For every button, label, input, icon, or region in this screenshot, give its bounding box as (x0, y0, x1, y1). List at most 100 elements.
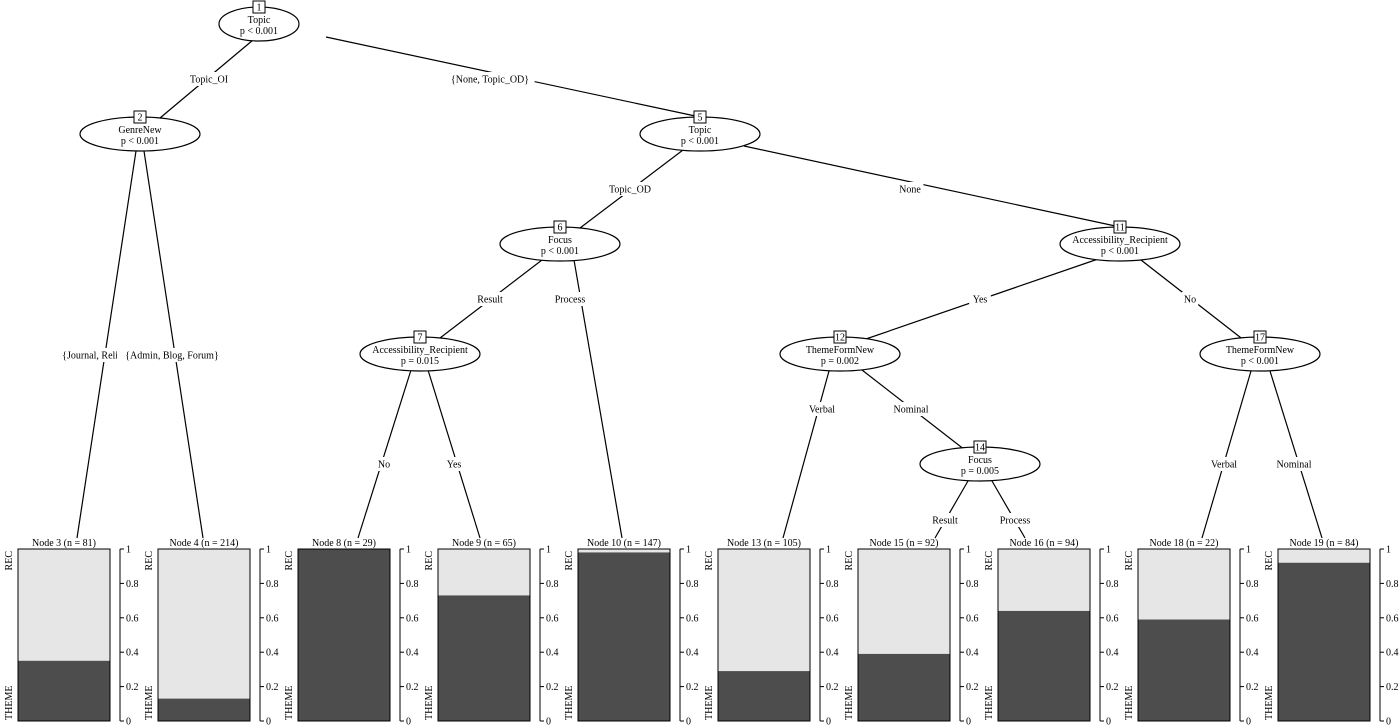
y-tick-label: 0.6 (966, 613, 979, 624)
y-tick-label: 1 (826, 545, 831, 556)
y-tick-label: 0 (266, 717, 271, 727)
node-id-box (1253, 330, 1267, 344)
edge-label-7-9: Yes (447, 460, 462, 471)
edge-label-14-15: Result (932, 516, 958, 527)
y-tick-label: 0.6 (546, 613, 559, 624)
category-label-rec: REC (1264, 551, 1275, 571)
terminal-title: Node 16 (n = 94) (1010, 538, 1079, 549)
node-variable-label: Topic (689, 125, 712, 136)
bar-rec (158, 549, 250, 721)
edge-label-11-17: No (1184, 295, 1196, 306)
terminal-title: Node 19 (n = 84) (1290, 538, 1359, 549)
bar-theme (998, 610, 1090, 721)
terminal-title: Node 10 (n = 147) (587, 538, 661, 549)
edge-label-6-7: Result (477, 295, 503, 306)
category-label-rec: REC (4, 551, 15, 571)
node-id-label: 11 (1115, 223, 1125, 234)
terminal-title: Node 9 (n = 65) (452, 538, 516, 549)
bar-theme (858, 653, 950, 721)
category-label-theme: THEME (1124, 686, 1135, 720)
edge-line-2-3 (76, 150, 137, 539)
bar-theme (438, 595, 530, 721)
node-p-value-label: p < 0.001 (541, 246, 579, 257)
node-id-box (553, 220, 567, 234)
edge-line-2-4 (143, 150, 204, 539)
y-tick-label: 0.2 (126, 682, 139, 693)
y-tick-label: 0.4 (126, 648, 139, 659)
category-label-rec: REC (704, 551, 715, 571)
edge-label-bg-12-14 (889, 402, 933, 416)
y-tick-label: 0 (1246, 717, 1251, 727)
y-tick-label: 0 (126, 717, 131, 727)
y-tick-label: 0.8 (826, 579, 839, 590)
bar-frame (1277, 548, 1371, 722)
edge-label-1-2: Topic_OI (190, 75, 228, 86)
category-label-theme: THEME (284, 686, 295, 720)
y-tick-label: 0.4 (406, 648, 419, 659)
edge-label-bg-17-19 (1272, 457, 1316, 471)
category-label-theme: THEME (844, 686, 855, 720)
y-tick-label: 0 (1386, 717, 1391, 727)
y-tick-label: 1 (406, 545, 411, 556)
category-label-rec: REC (1124, 551, 1135, 571)
node-id-box (833, 330, 847, 344)
y-tick-label: 0 (686, 717, 691, 727)
category-label-theme: THEME (424, 686, 435, 720)
node-p-value-label: p = 0.002 (821, 356, 859, 367)
edge-line-7-9 (427, 369, 481, 539)
category-label-theme: THEME (564, 686, 575, 720)
edge-label-17-19: Nominal (1277, 460, 1312, 471)
y-tick-label: 1 (1386, 545, 1391, 556)
y-tick-label: 1 (126, 545, 131, 556)
edge-label-11-12: Yes (973, 295, 988, 306)
category-label-theme: THEME (1264, 686, 1275, 720)
edge-label-bg-14-15 (926, 513, 964, 527)
node-p-value-label: p < 0.001 (1101, 246, 1139, 257)
y-tick-label: 0.8 (406, 579, 419, 590)
y-tick-label: 0.2 (546, 682, 559, 693)
y-tick-label: 1 (966, 545, 971, 556)
y-tick-label: 0.6 (266, 613, 279, 624)
y-tick-label: 0.4 (1106, 648, 1119, 659)
y-tick-label: 0.4 (1246, 648, 1259, 659)
y-tick-label: 1 (266, 545, 271, 556)
bar-theme (298, 549, 390, 721)
edge-line-12-13 (782, 370, 830, 539)
node-id-label: 17 (1255, 333, 1265, 344)
edge-label-bg-17-18 (1205, 457, 1243, 471)
edge-label-bg-2-4 (117, 348, 227, 362)
edge-line-14-16 (991, 480, 1026, 539)
node-p-value-label: p < 0.001 (681, 136, 719, 147)
category-label-rec: REC (984, 551, 995, 571)
y-tick-label: 0.2 (1246, 682, 1259, 693)
y-tick-label: 0 (546, 717, 551, 727)
y-tick-label: 0.8 (1246, 579, 1259, 590)
y-tick-label: 1 (546, 545, 551, 556)
node-id-box (693, 110, 707, 124)
y-tick-label: 1 (1106, 545, 1111, 556)
y-tick-label: 0.6 (686, 613, 699, 624)
edge-line-17-19 (1269, 370, 1323, 539)
edge-label-bg-12-13 (803, 402, 841, 416)
edge-label-bg-1-5 (445, 72, 535, 86)
y-tick-label: 0.6 (406, 613, 419, 624)
node-p-value-label: p < 0.001 (1241, 356, 1279, 367)
y-tick-label: 1 (686, 545, 691, 556)
bar-frame (997, 548, 1091, 722)
y-tick-label: 0.6 (1246, 613, 1259, 624)
edge-label-bg-2-3 (49, 348, 139, 362)
edge-label-bg-7-8 (375, 457, 393, 471)
y-tick-label: 0.6 (126, 613, 139, 624)
y-tick-label: 0.2 (966, 682, 979, 693)
node-variable-label: ThemeFormNew (1226, 345, 1295, 356)
